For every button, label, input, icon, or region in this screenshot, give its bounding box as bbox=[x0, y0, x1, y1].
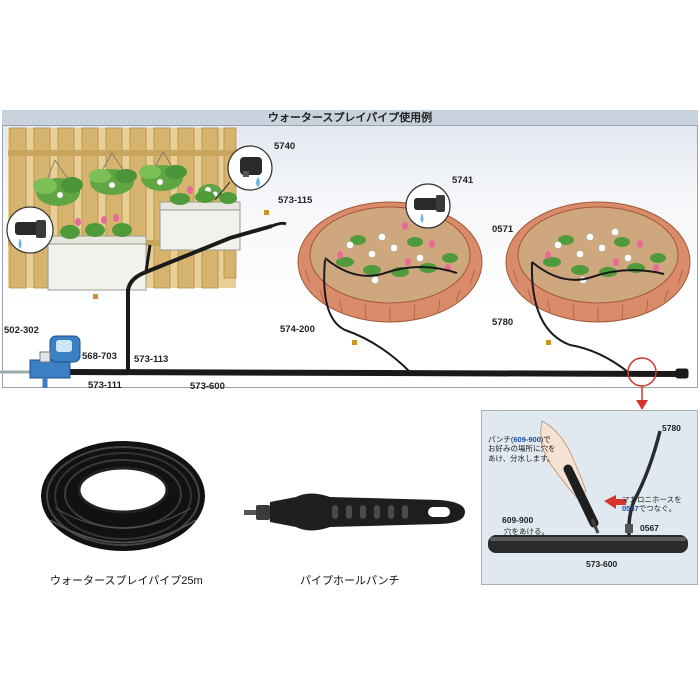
detail-inset: パンチ(609-900)で お好みの場所に穴を あけ、分水します。 マカロニホー… bbox=[481, 410, 698, 585]
inset-label-573-600: 573-600 bbox=[586, 559, 618, 569]
part-label-573-113: 573-113 bbox=[134, 354, 169, 365]
inset-pipe-highlight bbox=[490, 537, 686, 541]
inset-label-5780: 5780 bbox=[662, 423, 681, 433]
inset-macaroni-hose bbox=[627, 430, 662, 536]
part-label-573-115: 573-115 bbox=[278, 195, 313, 206]
part-label-5741: 5741 bbox=[452, 175, 474, 186]
brick-bed-right bbox=[505, 201, 691, 323]
inset-label-hole: 穴をあける。 bbox=[504, 527, 549, 536]
detail-highlight bbox=[627, 357, 657, 410]
inset-punch-tool bbox=[563, 464, 599, 528]
hole-punch-image bbox=[244, 493, 465, 531]
part-label-5740: 5740 bbox=[274, 141, 296, 152]
brick-bed-left bbox=[297, 201, 483, 323]
inset-connector-0567 bbox=[625, 524, 633, 533]
part-label-5780: 5780 bbox=[492, 317, 514, 328]
pipe-network bbox=[0, 221, 689, 379]
inset-illustration bbox=[488, 420, 688, 553]
part-label-573-111: 573-111 bbox=[88, 380, 122, 391]
pipe-joints bbox=[93, 210, 551, 345]
coiled-hose-image bbox=[41, 441, 205, 551]
part-label-502-302: 502-302 bbox=[4, 325, 39, 336]
part-label-574-200: 574-200 bbox=[280, 324, 315, 335]
caption-hole-punch: パイプホールパンチ bbox=[300, 575, 400, 587]
inset-note-punch: パンチ(609-900)で お好みの場所に穴を あけ、分水します。 bbox=[488, 435, 556, 463]
part-label-568-703: 568-703 bbox=[82, 351, 117, 362]
inset-label-0567: 0567 bbox=[640, 523, 659, 533]
inset-note-connect: マカロニホースを 0567でつなぐ。 bbox=[622, 495, 682, 514]
faucet-timer-502-302 bbox=[29, 335, 81, 388]
part-label-573-600: 573-600 bbox=[190, 381, 225, 392]
inset-red-arrow bbox=[604, 495, 626, 509]
caption-spray-pipe: ウォータースプレイパイプ25m bbox=[50, 575, 203, 587]
nozzle-bubble-5741 bbox=[405, 183, 451, 229]
diagram-title: ウォータースプレイパイプ使用例 bbox=[2, 110, 698, 126]
nozzle-bubble-left bbox=[6, 206, 54, 254]
inset-label-609-900: 609-900 bbox=[502, 515, 534, 525]
inset-punch-tip bbox=[590, 518, 600, 534]
part-label-0571: 0571 bbox=[492, 224, 514, 235]
timer-bubble-5740 bbox=[214, 145, 273, 201]
